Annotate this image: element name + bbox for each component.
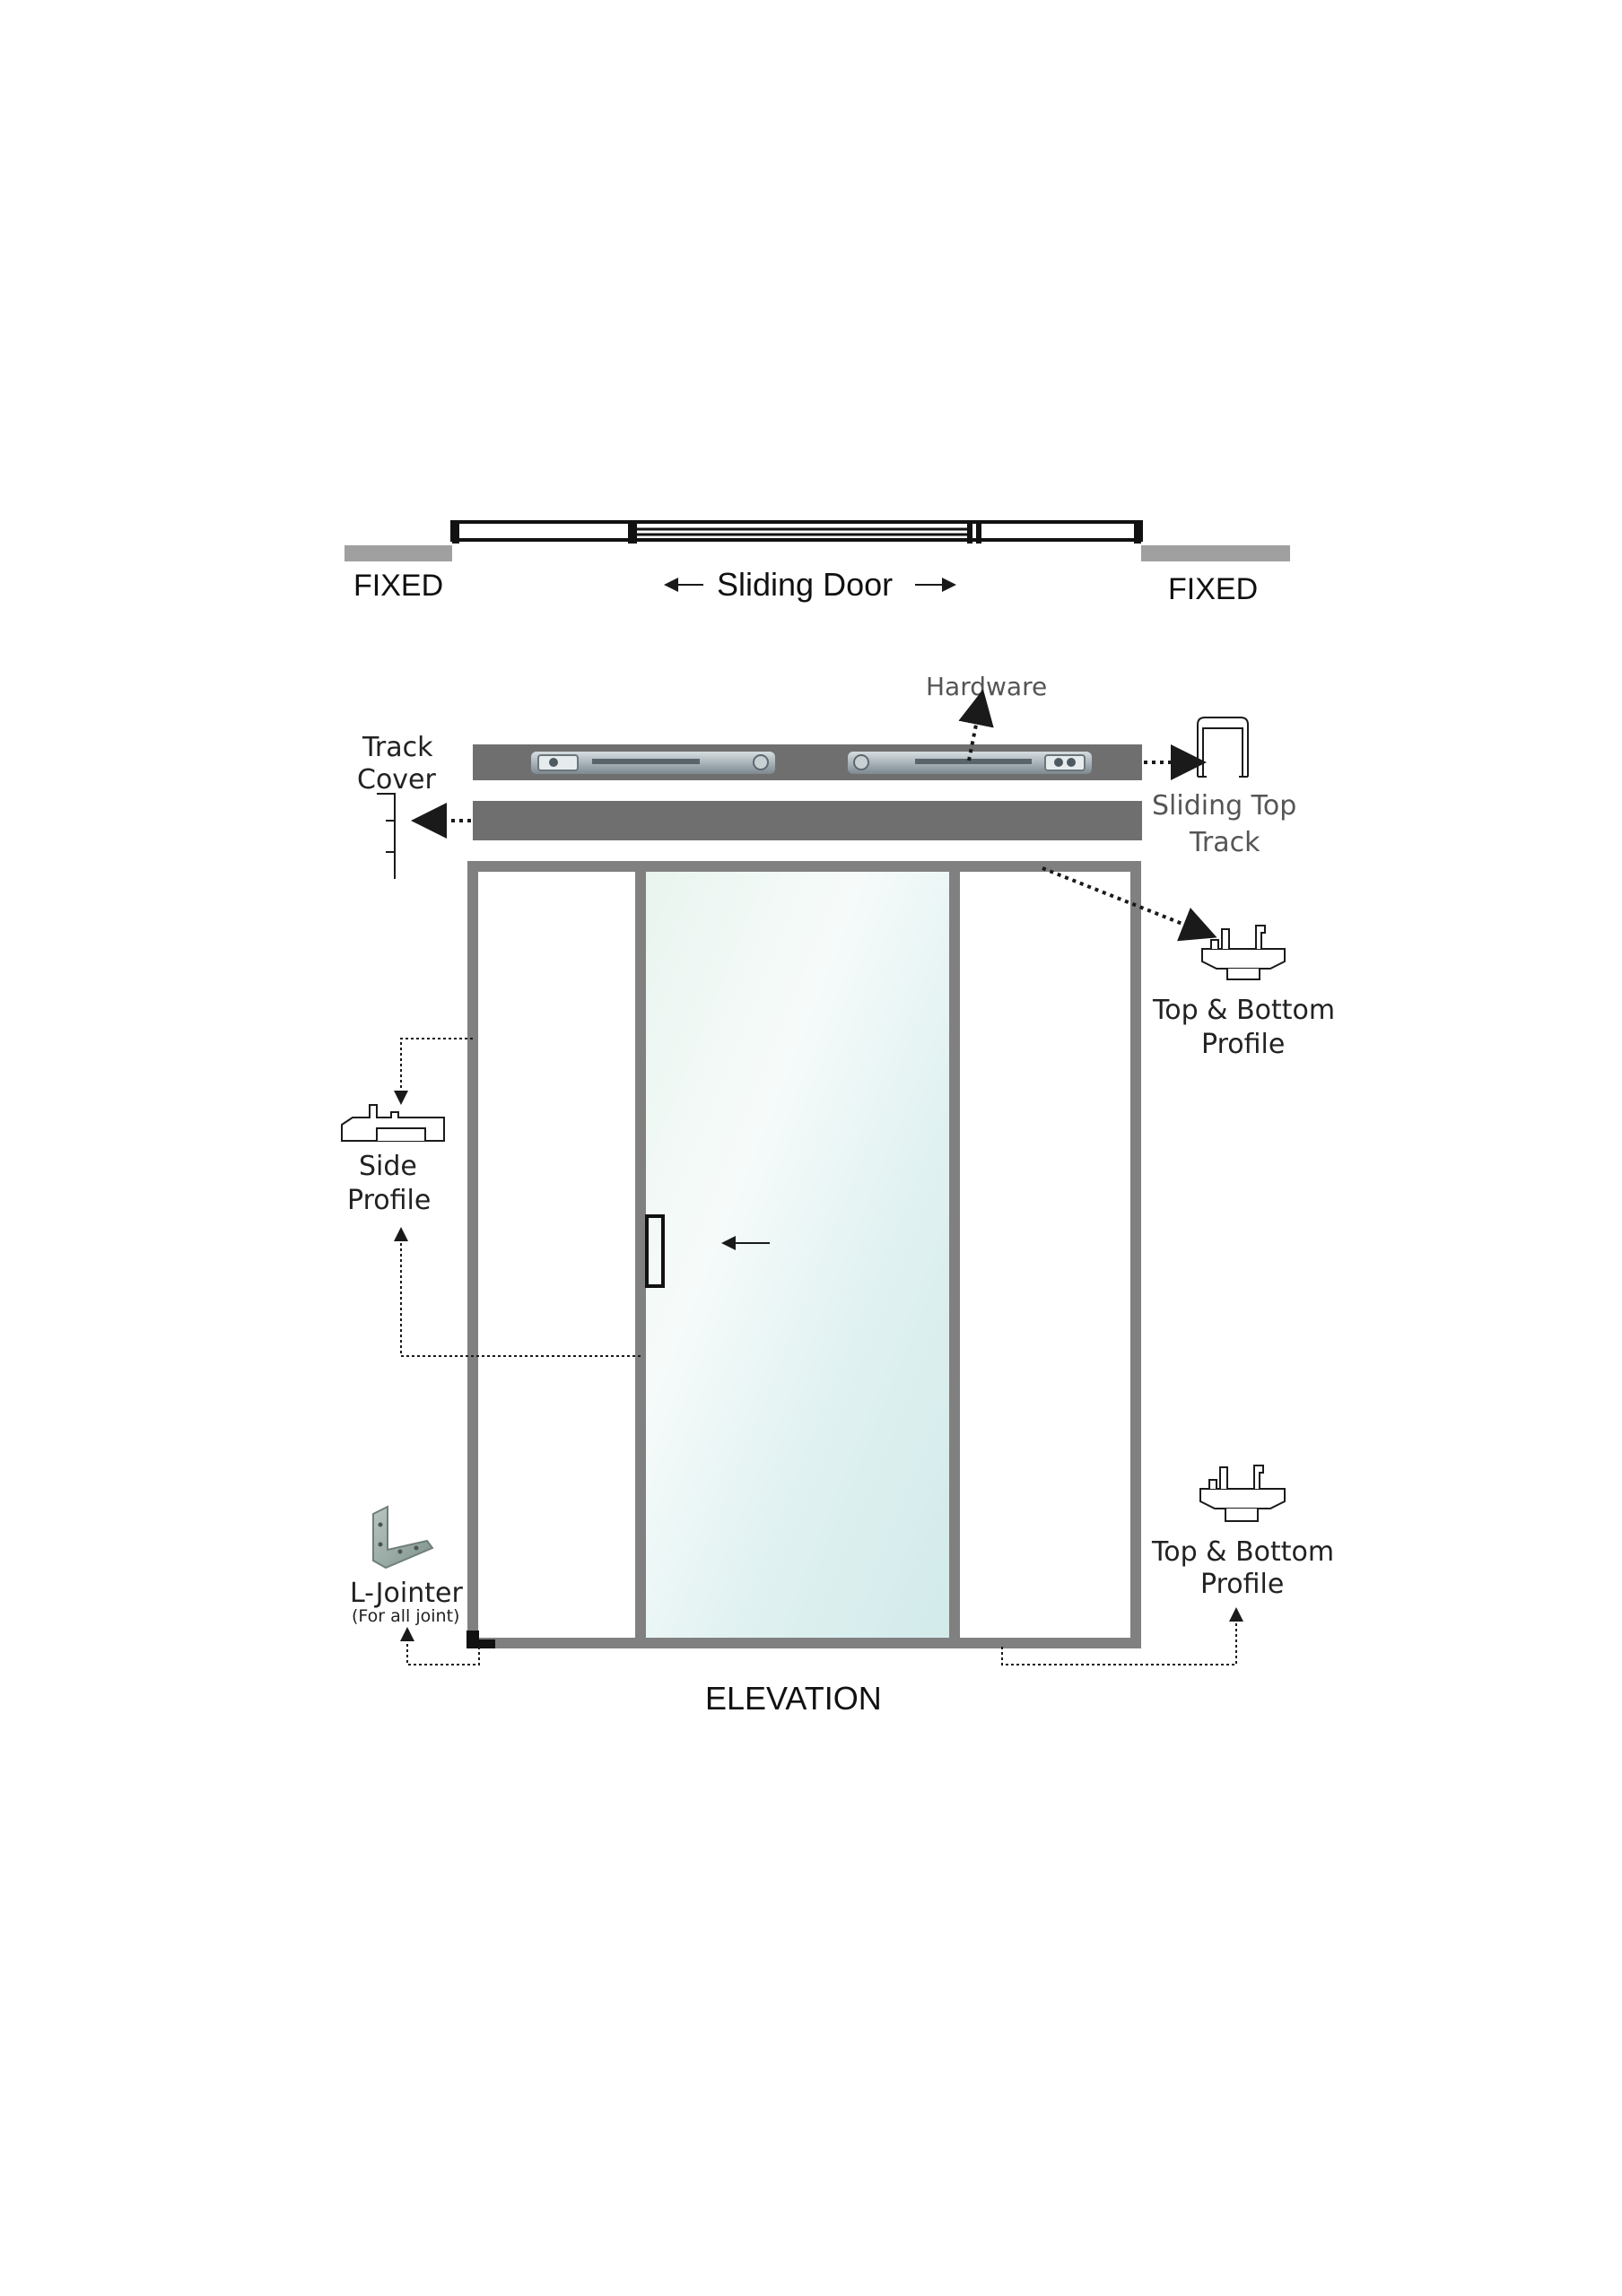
plan-door-line xyxy=(450,520,1143,544)
wall-left xyxy=(344,545,452,561)
sliding-door-label: Sliding Door xyxy=(717,566,893,603)
top-bottom-profile-lower-label: Top & Bottom Profile xyxy=(1151,1536,1343,1600)
top-bottom-profile-upper-label: Top & Bottom Profile xyxy=(1152,995,1344,1060)
side-profile-leader-top xyxy=(394,1038,473,1105)
top-track-assembly: Hardware Track Cover Sliding Top Track xyxy=(357,672,1305,879)
profile-section-icon xyxy=(1201,925,1286,980)
bottom-profile-leader xyxy=(1001,1607,1243,1665)
sliding-top-track-profile-icon xyxy=(1197,717,1249,778)
side-profile-leader-bottom xyxy=(394,1227,641,1357)
track-cover-bar xyxy=(473,801,1142,840)
fixed-left-label: FIXED xyxy=(353,569,443,603)
glass-panel xyxy=(635,861,960,1648)
sliding-top-track-label: Sliding Top Track xyxy=(1152,790,1305,858)
door-handle[interactable] xyxy=(645,1214,665,1288)
hardware-leader xyxy=(958,689,994,761)
side-profile-label: Side Profile xyxy=(347,1151,431,1216)
l-jointer-leader xyxy=(400,1627,480,1665)
track-cover-profile-icon xyxy=(377,793,396,879)
elevation-view: Top & Bottom Profile Side Profile L-Join… xyxy=(341,861,1344,1717)
fixed-right-label: FIXED xyxy=(1168,572,1258,606)
hardware-label: Hardware xyxy=(926,672,1047,701)
hardware-roller-icon xyxy=(531,752,775,774)
elevation-label: ELEVATION xyxy=(705,1680,882,1717)
track-cover-label: Track Cover xyxy=(357,732,441,796)
wall-right xyxy=(1141,545,1290,561)
hardware-roller-icon xyxy=(848,752,1092,774)
l-jointer-label: L-Jointer xyxy=(350,1578,463,1609)
l-jointer-icon xyxy=(372,1505,434,1570)
l-jointer-note: (For all joint) xyxy=(352,1606,459,1626)
profile-section-icon xyxy=(341,1104,445,1142)
plan-view: FIXED FIXED Sliding Door xyxy=(344,520,1290,606)
profile-section-icon xyxy=(1199,1465,1286,1522)
